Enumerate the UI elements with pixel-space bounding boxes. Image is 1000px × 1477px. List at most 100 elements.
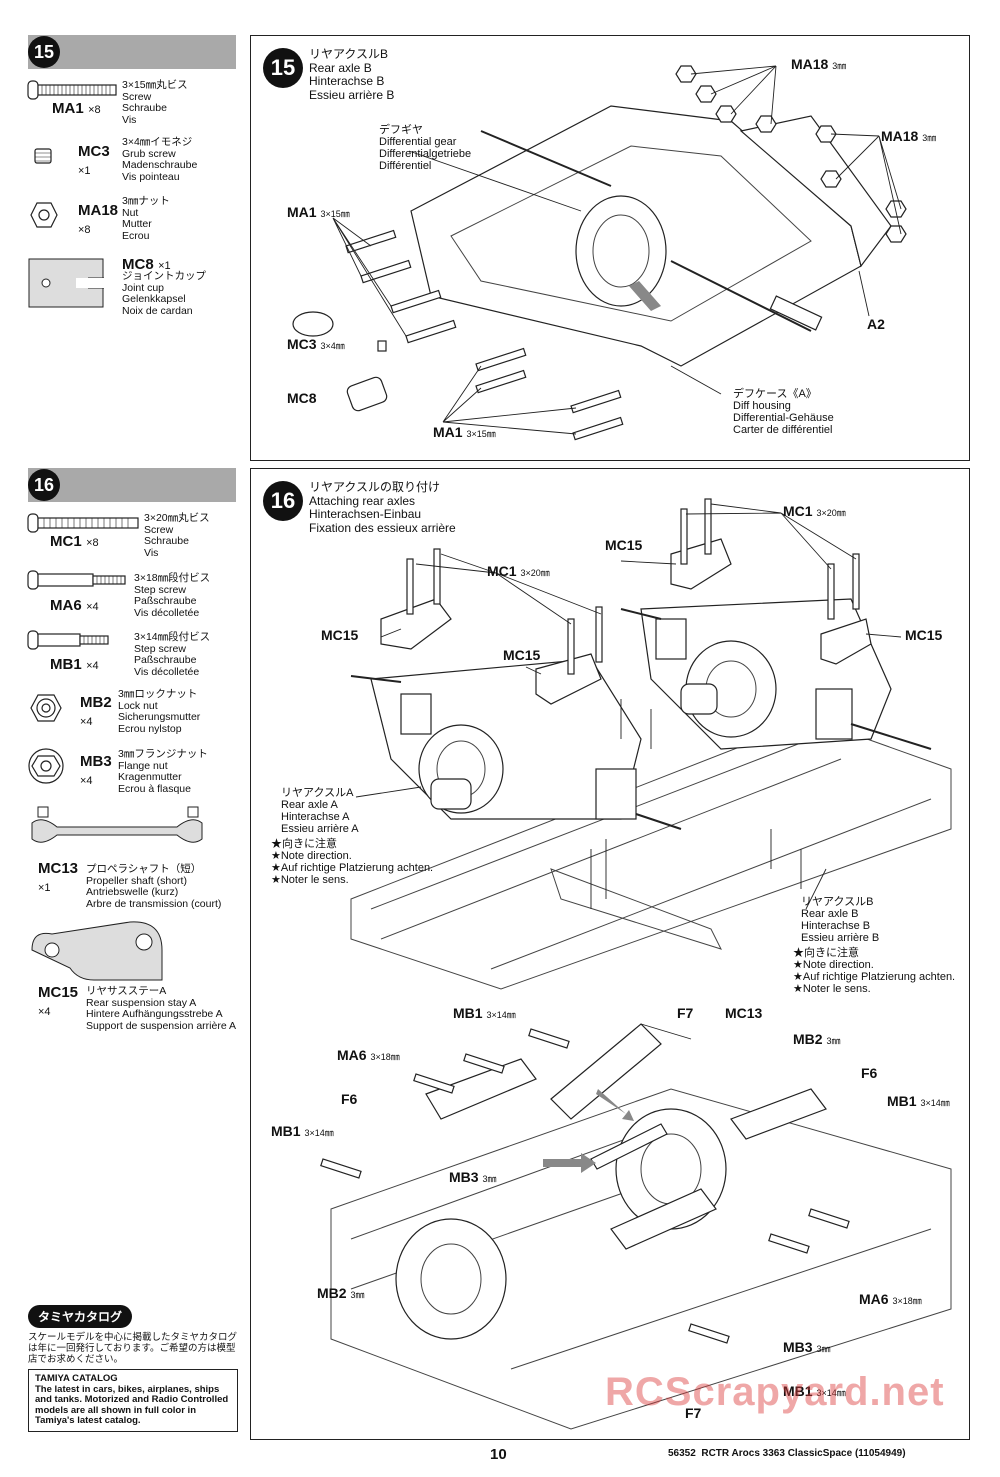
label-size: 3×14㎜ <box>486 1010 516 1020</box>
note-direction-b: ★向きに注意 ★Note direction. ★Auf richtige Pl… <box>793 947 956 995</box>
label-mc15-b: MC15 <box>321 627 359 643</box>
label-size: 3×15㎜ <box>466 429 496 439</box>
screw-icon <box>27 80 117 100</box>
label-f7-b: F7 <box>685 1405 702 1421</box>
label-mb1-b: MB1 3×14㎜ <box>271 1123 334 1139</box>
label-size: 3㎜ <box>482 1174 497 1184</box>
part-code: MB1 <box>50 656 82 673</box>
label-diff-gear: デフギヤ Differential gear Differentialgetri… <box>379 124 472 172</box>
catalog-box: TAMIYA CATALOG The latest in cars, bikes… <box>28 1369 238 1432</box>
label-mb1-c: MB1 3×14㎜ <box>887 1093 950 1109</box>
part-mb1-desc: 3×14㎜段付ビス Step screw Paßschraube Vis déc… <box>134 631 211 678</box>
part-qty: ×1 <box>38 882 51 894</box>
label-diff-housing: デフケース《A》 Diff housing Differential-Gehäu… <box>733 388 834 436</box>
lock-nut-icon <box>30 694 62 722</box>
label-code: MA18 <box>881 128 919 144</box>
label-size: 3×15㎜ <box>320 209 350 219</box>
label-code: MC3 <box>287 336 317 352</box>
part-qty: ×8 <box>78 224 91 236</box>
label-code: MB2 <box>317 1285 347 1301</box>
label-size: 3㎜ <box>826 1036 841 1046</box>
step16-title: リヤアクスルの取り付け Attaching rear axles Hintera… <box>309 480 456 535</box>
part-code: MB2 <box>80 694 112 711</box>
label-mc1-b: MC1 3×20㎜ <box>783 503 846 519</box>
label-mc1-a: MC1 3×20㎜ <box>487 563 550 579</box>
part-mc15: MC15×4 <box>38 984 78 1020</box>
label-code: MB1 <box>783 1383 813 1399</box>
label-mb3-b: MB3 3㎜ <box>783 1339 830 1355</box>
short-step-screw-icon <box>27 630 109 650</box>
joint-cup-icon <box>28 258 104 308</box>
label-mc13: MC13 <box>725 1005 763 1021</box>
label-size: 3㎜ <box>350 1290 365 1300</box>
step16-header-bar <box>28 468 236 502</box>
label-code: MB3 <box>783 1339 813 1355</box>
step15-header-bar <box>28 35 236 69</box>
nut-icon <box>30 202 58 228</box>
part-mb1: MB1 ×4 <box>50 656 99 674</box>
watermark: RCScrapyard.net <box>605 1370 945 1414</box>
label-size: 3㎜ <box>832 61 847 71</box>
label-size: 3×4㎜ <box>320 341 345 351</box>
step16-number: 16 <box>33 474 55 495</box>
part-mc13-desc: プロペラシャフト（短） Propeller shaft (short) Antr… <box>86 863 222 910</box>
label-mb1-a: MB1 3×14㎜ <box>453 1005 516 1021</box>
label-size: 3㎜ <box>816 1344 831 1354</box>
step16-panel-badge: 16 <box>263 481 303 521</box>
step15-panel-number: 15 <box>270 55 296 80</box>
label-code: MC1 <box>487 563 517 579</box>
suspension-stay-icon <box>31 921 163 981</box>
note-direction-a: ★向きに注意 ★Note direction. ★Auf richtige Pl… <box>271 838 434 886</box>
part-mc3: MC3×1 <box>78 143 110 179</box>
label-code: MB2 <box>793 1031 823 1047</box>
step16-panel-number: 16 <box>270 488 296 513</box>
step15-diagram-panel: 15 リヤアクスルB Rear axle B Hinterachse B Ess… <box>250 35 970 461</box>
part-qty: ×4 <box>38 1006 51 1018</box>
propeller-shaft-icon <box>31 806 203 843</box>
part-ma18: MA18 ×8 <box>78 202 118 238</box>
label-ma6-a: MA6 3×18㎜ <box>337 1047 400 1063</box>
part-code: MB3 <box>80 753 112 770</box>
label-mc15-a: MC15 <box>605 537 643 553</box>
page-number: 10 <box>490 1446 507 1463</box>
part-qty: ×4 <box>86 601 99 613</box>
label-size: 3×14㎜ <box>816 1388 846 1398</box>
label-ma18-a: MA18 3㎜ <box>791 56 846 72</box>
rear-axles-attach-diagram <box>251 469 952 1454</box>
catalog-jp-text: スケールモデルを中心に掲載したタミヤカタログは年に一回発行しております。ご希望の… <box>28 1332 238 1365</box>
part-mc8: MC8 ×1 <box>122 256 171 274</box>
label-size: 3×18㎜ <box>892 1296 922 1306</box>
part-mb2-desc: 3㎜ロックナット Lock nut Sicherungsmutter Ecrou… <box>118 688 201 735</box>
catalog-en-title: TAMIYA CATALOG <box>35 1373 118 1384</box>
step16-diagram-panel: 16 リヤアクスルの取り付け Attaching rear axles Hint… <box>250 468 970 1454</box>
grub-screw-icon <box>34 148 52 164</box>
catalog-en-text: The latest in cars, bikes, airplanes, sh… <box>35 1383 229 1426</box>
catalog-heading: タミヤカタログ <box>28 1305 133 1328</box>
step15-panel-badge: 15 <box>263 48 303 88</box>
footer-model-info: 56352 RCTR Arocs 3363 ClassicSpace (1105… <box>668 1448 906 1459</box>
label-mb3-a: MB3 3㎜ <box>449 1169 496 1185</box>
step15-title: リヤアクスルB Rear axle B Hinterachse B Essieu… <box>309 47 395 102</box>
label-mb2-b: MB2 3㎜ <box>317 1285 364 1301</box>
label-code: MA6 <box>337 1047 367 1063</box>
label-f6-b: F6 <box>861 1065 878 1081</box>
part-qty: ×1 <box>78 165 91 177</box>
label-ma6-b: MA6 3×18㎜ <box>859 1291 922 1307</box>
label-mc15-d: MC15 <box>905 627 943 643</box>
part-code: MC8 <box>122 256 154 273</box>
label-mc3: MC3 3×4㎜ <box>287 336 345 352</box>
label-size: 3×20㎜ <box>816 508 846 518</box>
label-f7-a: F7 <box>677 1005 694 1021</box>
part-qty: ×4 <box>80 716 93 728</box>
part-code: MA6 <box>50 597 82 614</box>
part-code: MC13 <box>38 860 79 877</box>
label-ma1-a: MA1 3×15㎜ <box>287 204 350 220</box>
label-code: MB1 <box>453 1005 483 1021</box>
part-mc3-desc: 3×4㎜イモネジ Grub screw Madenschraube Vis po… <box>122 136 198 183</box>
label-code: MB1 <box>271 1123 301 1139</box>
part-qty: ×8 <box>86 537 99 549</box>
part-mc13: MC13 ×1 <box>38 860 78 896</box>
part-code: MA18 <box>78 202 119 219</box>
label-code: MA6 <box>859 1291 889 1307</box>
long-screw-icon <box>27 513 139 533</box>
